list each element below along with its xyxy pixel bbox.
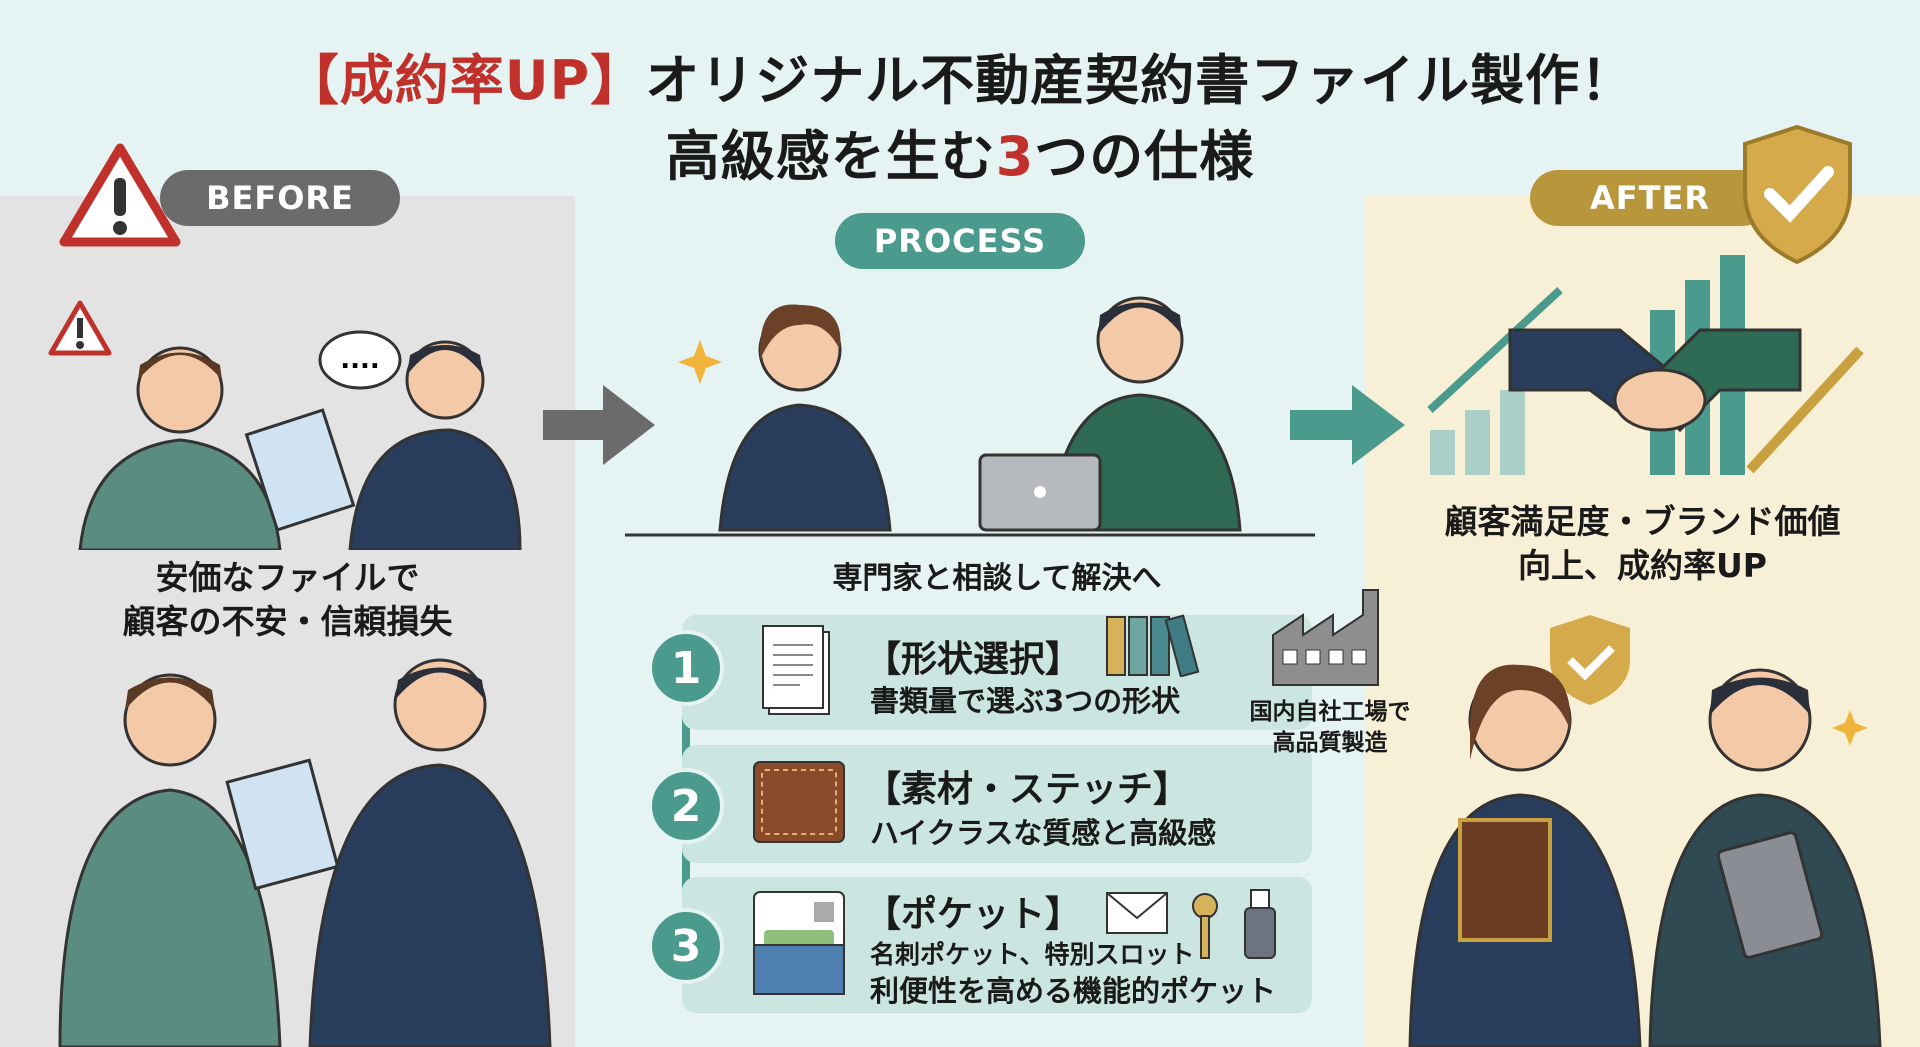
consultation-illustration: [625, 296, 1315, 537]
before-caption-line2: 顧客の不安・信頼損失: [122, 602, 453, 641]
sparkle-icon: [1832, 710, 1868, 746]
growth-handshake-illustration: [1427, 255, 1864, 475]
factory-line1: 国内自社工場で: [1249, 699, 1411, 725]
after-badge: AFTER: [1530, 170, 1770, 226]
step-3-desc-line1: 名刺ポケット、特別スロット: [870, 940, 1195, 969]
warning-icon: [59, 143, 181, 247]
step-2-desc: ハイクラスな質感と高級感: [870, 816, 1217, 850]
shield-check-icon: [1743, 124, 1852, 265]
step-2-title: 【素材・ステッチ】: [865, 769, 1190, 810]
step-3-desc-line2: 利便性を高める機能的ポケット: [870, 974, 1277, 1008]
title-text: オリジナル不動産契約書ファイル製作！: [645, 49, 1636, 112]
after-caption: 顧客満足度・ブランド価値向上、成約率UP: [1365, 500, 1920, 588]
after-caption-line2: 向上、成約率UP: [1518, 546, 1767, 585]
title-text-a: 高級感を生む: [665, 125, 996, 188]
pocket-icon: [753, 891, 845, 995]
factory-line2: 高品質製造: [1272, 730, 1388, 756]
process-caption: 専門家と相談して解決へ: [832, 561, 1162, 596]
before-caption-line1: 安価なファイルで: [155, 558, 420, 597]
title-text-b: つの仕様: [1034, 125, 1255, 188]
documents-icon: [762, 625, 830, 715]
envelope-key-usb-icons: [1106, 889, 1276, 959]
happy-clients-illustration: [1408, 615, 1882, 1047]
after-caption-line1: 顧客満足度・ブランド価値: [1444, 502, 1841, 541]
sparkle-icon: [678, 340, 722, 384]
speech-bubble-text: ....: [340, 345, 380, 375]
step-3-title: 【ポケット】: [865, 894, 1082, 935]
process-badge: PROCESS: [835, 213, 1085, 269]
before-badge: BEFORE: [160, 170, 400, 226]
title-highlight: 【成約率UP】: [284, 49, 646, 112]
step-1-number: 1: [648, 630, 724, 706]
step-1-title: 【形状選択】: [865, 639, 1082, 680]
step-1-desc: 書類量で選ぶ3つの形状: [870, 684, 1181, 718]
binders-icon: [1106, 614, 1200, 677]
leather-material-icon: [753, 761, 845, 843]
factory-caption: 国内自社工場で高品質製造: [1220, 697, 1440, 759]
worried-customer-illustration: ....: [78, 330, 522, 550]
arrow-right-teal-icon: [1290, 385, 1405, 465]
step-2-number: 2: [648, 768, 724, 844]
arrow-right-gray-icon: [543, 385, 655, 465]
title-number: 3: [995, 125, 1035, 188]
before-caption: 安価なファイルで顧客の不安・信頼損失: [0, 556, 575, 644]
title-line2: 高級感を生む3つの仕様: [0, 112, 1920, 191]
step-3-number: 3: [648, 908, 724, 984]
title-line1: 【成約率UP】オリジナル不動産契約書ファイル製作！: [0, 36, 1920, 115]
confused-customer-illustration: [58, 658, 552, 1047]
factory-icon: [1272, 589, 1379, 686]
small-warning-icon: [48, 300, 112, 356]
